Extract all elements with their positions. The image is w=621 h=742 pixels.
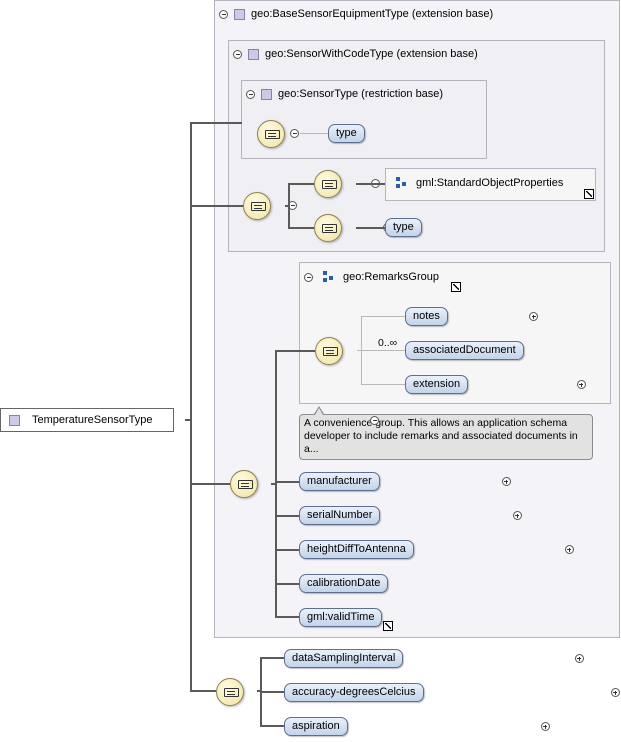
sensor-with-code-header[interactable]: geo:SensorWithCodeType (extension base)	[233, 48, 478, 60]
element-data-sampling-interval[interactable]: dataSamplingInterval	[284, 649, 404, 668]
element-serial-number[interactable]: serialNumber	[299, 506, 381, 525]
sequence-icon[interactable]	[230, 470, 258, 498]
connector	[190, 205, 244, 207]
code-type-element[interactable]: type	[385, 218, 422, 237]
connector	[190, 690, 216, 692]
connector	[275, 583, 300, 585]
expand-icon[interactable]	[540, 722, 550, 731]
connector	[275, 549, 300, 551]
connector	[275, 481, 300, 483]
expand-icon[interactable]	[576, 380, 586, 389]
sensor-type-box	[241, 80, 487, 159]
sensor-type-header[interactable]: geo:SensorType (restriction base)	[246, 88, 443, 100]
connector	[288, 183, 290, 228]
expand-icon[interactable]	[610, 688, 620, 697]
connector	[275, 350, 277, 617]
connector	[190, 483, 230, 485]
expand-icon[interactable]	[529, 312, 539, 321]
connector	[361, 350, 406, 351]
collapse-icon[interactable]	[304, 272, 313, 282]
sequence-icon[interactable]	[243, 192, 271, 220]
collapse-icon[interactable]	[370, 416, 379, 425]
base-equipment-header[interactable]: geo:BaseSensorEquipmentType (extension b…	[219, 8, 493, 20]
connector	[260, 657, 285, 659]
sequence-icon[interactable]	[314, 214, 342, 242]
base-equipment-label: geo:BaseSensorEquipmentType (extension b…	[251, 8, 494, 20]
connector	[275, 515, 300, 517]
standard-props-header[interactable]: gml:StandardObjectProperties	[392, 177, 563, 189]
element-gml-valid-time[interactable]: gml:validTime	[299, 608, 383, 627]
connector	[260, 725, 285, 727]
element-aspiration[interactable]: aspiration	[284, 717, 348, 736]
collapse-icon[interactable]	[219, 9, 228, 19]
connector	[361, 384, 406, 385]
connector	[275, 616, 300, 618]
reference-link-icon[interactable]	[383, 621, 393, 631]
connector	[356, 227, 386, 229]
documentation-tooltip: A convenience group. This allows an appl…	[299, 414, 593, 460]
collapse-icon[interactable]	[246, 89, 255, 99]
complex-type-icon	[261, 88, 272, 100]
element-calibration-date[interactable]: calibrationDate	[299, 574, 389, 593]
connector	[275, 350, 315, 352]
occurrence-label: 0..∞	[378, 337, 398, 349]
sequence-icon[interactable]	[216, 678, 244, 706]
sensor-type-element[interactable]: type	[328, 124, 365, 143]
element-manufacturer[interactable]: manufacturer	[299, 472, 380, 491]
expand-icon[interactable]	[574, 654, 584, 663]
connector	[185, 419, 191, 421]
connector	[361, 316, 406, 317]
element-accuracy-degrees-celcius[interactable]: accuracy-degreesCelcius	[284, 683, 424, 702]
remarks-group-header[interactable]: geo:RemarksGroup	[304, 271, 439, 283]
sequence-icon[interactable]	[314, 170, 342, 198]
tooltip-pointer-fill	[315, 408, 323, 415]
complex-type-icon	[234, 8, 245, 20]
group-icon	[323, 271, 335, 283]
connector	[356, 183, 386, 185]
remarks-element-notes[interactable]: notes	[405, 307, 448, 326]
sensor-with-code-label: geo:SensorWithCodeType (extension base)	[265, 48, 478, 60]
reference-link-icon[interactable]	[584, 189, 594, 199]
sensor-type-label: geo:SensorType (restriction base)	[278, 88, 444, 100]
connector	[300, 133, 330, 134]
remarks-group-label: geo:RemarksGroup	[343, 271, 439, 283]
sequence-icon[interactable]	[257, 120, 285, 148]
standard-props-box[interactable]	[385, 168, 596, 201]
reference-link-icon[interactable]	[451, 282, 461, 292]
element-height-diff-to-antenna[interactable]: heightDiffToAntenna	[299, 540, 414, 559]
standard-props-label: gml:StandardObjectProperties	[416, 177, 564, 189]
remarks-element-extension[interactable]: extension	[405, 375, 469, 394]
collapse-icon[interactable]	[290, 129, 299, 138]
expand-icon[interactable]	[501, 477, 511, 486]
complex-type-icon	[248, 48, 259, 60]
connector	[271, 483, 276, 485]
complex-type-icon	[9, 414, 20, 426]
group-icon	[396, 177, 408, 189]
connector	[357, 350, 362, 351]
connector	[257, 690, 262, 692]
connector	[190, 122, 242, 124]
collapse-icon[interactable]	[233, 49, 242, 59]
root-type-label: TemperatureSensorType	[32, 414, 153, 426]
root-type-box[interactable]: TemperatureSensorType	[0, 408, 174, 432]
connector	[260, 691, 285, 693]
connector	[288, 227, 314, 229]
expand-icon[interactable]	[564, 545, 574, 554]
remarks-element-associated-document[interactable]: associatedDocument	[405, 341, 524, 360]
expand-icon[interactable]	[512, 511, 522, 520]
sequence-icon[interactable]	[315, 337, 343, 365]
connector	[288, 183, 314, 185]
connector	[285, 205, 290, 207]
connector	[190, 122, 192, 691]
